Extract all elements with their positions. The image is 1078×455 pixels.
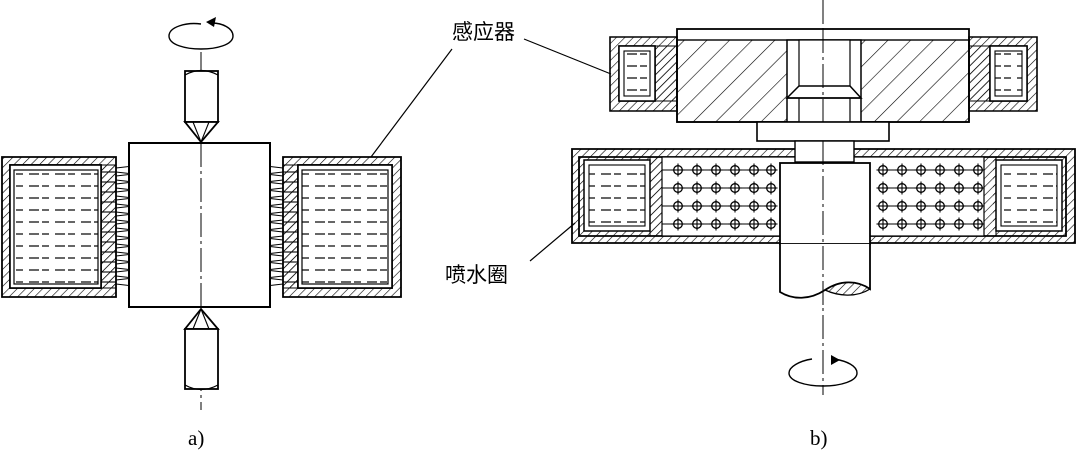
label-spray-ring: 喷水圈 [445, 263, 508, 287]
rotation-arrow-top-icon [168, 17, 234, 50]
caption-a: a) [188, 426, 204, 450]
spray-ring-left-a [1, 156, 117, 298]
upper-center-spindle [183, 69, 220, 144]
rotation-arrow-bottom-icon [788, 355, 858, 387]
leader-line-inductor-a [370, 48, 453, 158]
label-inductor: 感应器 [452, 20, 515, 44]
spray-ring-right-a [282, 156, 402, 298]
caption-b: b) [810, 426, 828, 450]
leader-line-spray-ring-b [529, 222, 576, 262]
water-spray-a [101, 166, 298, 286]
workpiece-a [128, 142, 271, 308]
leader-line-inductor-b [523, 38, 612, 75]
lower-center-spindle [183, 307, 220, 391]
figure-b [523, 0, 1076, 395]
inductor-b [609, 28, 1038, 142]
nozzle-grid-b [662, 162, 986, 232]
figure-a [1, 17, 453, 410]
workpiece-b [779, 140, 872, 305]
